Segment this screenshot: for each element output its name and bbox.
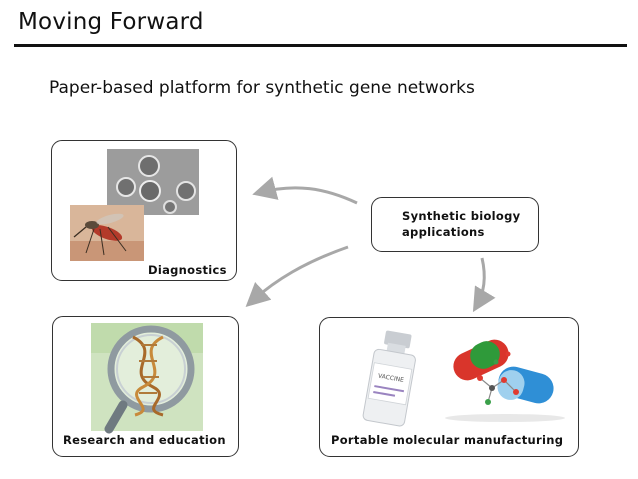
diagnostics-box: Diagnostics (51, 140, 237, 281)
diagnostics-label: Diagnostics (148, 263, 227, 277)
synthetic-biology-line1: Synthetic biology (402, 209, 521, 223)
synthetic-biology-box: Synthetic biology applications (371, 197, 539, 252)
research-images (91, 323, 203, 434)
research-label: Research and education (63, 433, 226, 447)
slide-subtitle: Paper-based platform for synthetic gene … (49, 78, 475, 98)
portable-box: VACCINE Portable molecular (319, 317, 579, 457)
arrow-to-portable (472, 257, 496, 313)
research-box: Research and education (52, 316, 239, 457)
virus-micrograph-image (107, 149, 199, 215)
diagnostics-images (70, 149, 199, 261)
synthetic-biology-text: Synthetic biology applications (402, 208, 532, 240)
dna-magnifier-image (91, 323, 203, 434)
slide-title: Moving Forward (18, 9, 204, 35)
portable-images: VACCINE (362, 330, 565, 427)
synthetic-biology-line2: applications (402, 225, 485, 239)
title-rule (14, 44, 627, 47)
capsules-molecule-image (445, 339, 565, 422)
vaccine-vial-image: VACCINE (362, 330, 416, 427)
arrow-to-diagnostics (252, 176, 358, 205)
mosquito-image (70, 205, 144, 261)
portable-label: Portable molecular manufacturing (331, 433, 564, 447)
arrow-to-research (245, 245, 349, 308)
vial-label-text: VACCINE (377, 373, 404, 384)
